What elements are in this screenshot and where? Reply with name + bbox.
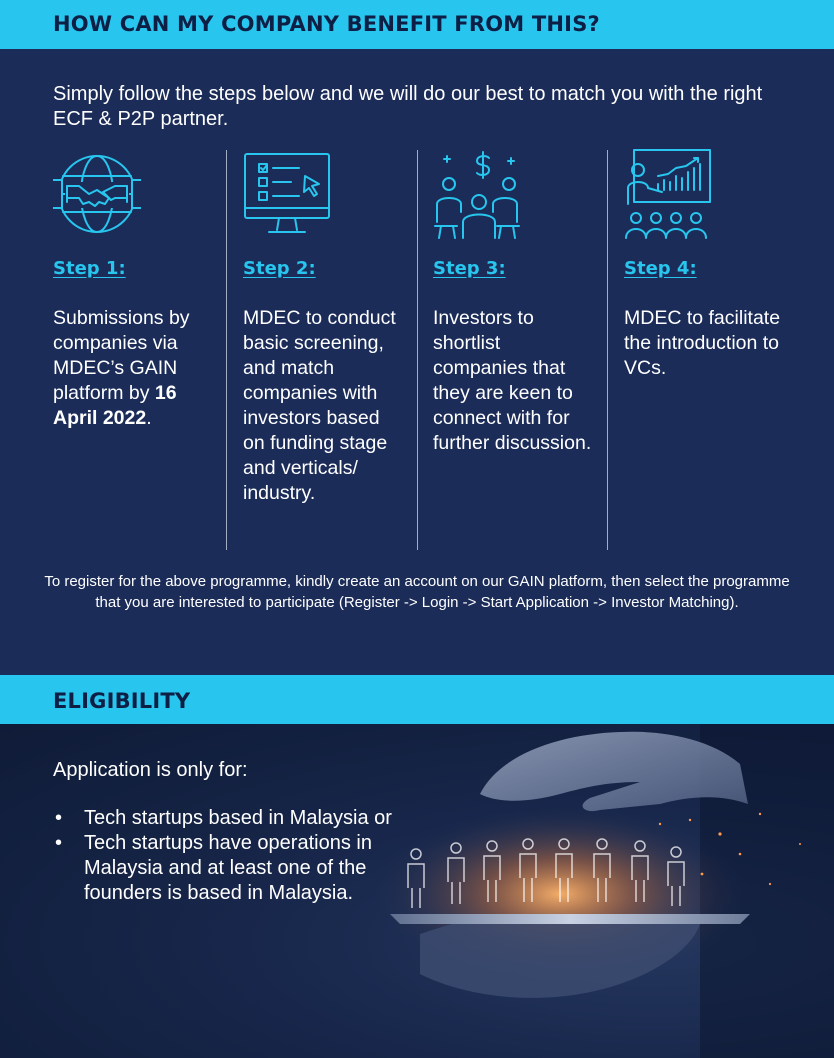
monitor-checklist-icon xyxy=(243,146,331,242)
divider-3 xyxy=(607,150,608,550)
list-item: •Tech startups based in Malaysia or xyxy=(55,807,392,829)
divider-1 xyxy=(226,150,227,550)
eligibility-banner: ELIGIBILITY xyxy=(0,675,834,724)
global-handshake-icon xyxy=(51,146,143,242)
eligibility-heading: ELIGIBILITY xyxy=(53,689,191,713)
list-item: •Tech startups have operations in Malays… xyxy=(55,832,372,904)
benefit-heading: HOW CAN MY COMPANY BENEFIT FROM THIS? xyxy=(53,12,600,36)
step-2-body: MDEC to conduct basic screening, and mat… xyxy=(243,307,396,504)
bullet-icon: • xyxy=(55,807,63,829)
step-3-title: Step 3: xyxy=(433,258,506,279)
investors-meeting-icon xyxy=(433,146,521,242)
step-1-deadline: 16 April 2022 xyxy=(53,382,177,429)
presentation-audience-icon xyxy=(624,146,712,242)
step-1-body: Submissions by companies via MDEC’s GAIN… xyxy=(53,307,190,429)
benefit-banner: HOW CAN MY COMPANY BENEFIT FROM THIS? xyxy=(0,0,834,49)
step-1-title: Step 1: xyxy=(53,258,126,279)
intro-text: Simply follow the steps below and we wil… xyxy=(53,83,763,130)
register-note: To register for the above programme, kin… xyxy=(44,573,790,611)
step-3-body: Investors to shortlist companies that th… xyxy=(433,307,592,454)
step-4-title: Step 4: xyxy=(624,258,697,279)
hand-tablet-people-image xyxy=(370,724,834,1058)
bullet-icon: • xyxy=(55,832,63,854)
eligibility-list: •Tech startups based in Malaysia or •Tec… xyxy=(53,806,413,906)
step-4-body: MDEC to facilitate the introduction to V… xyxy=(624,307,781,379)
step-2-title: Step 2: xyxy=(243,258,316,279)
divider-2 xyxy=(417,150,418,550)
eligibility-lead: Application is only for: xyxy=(53,759,248,781)
eligibility-section: Application is only for: •Tech startups … xyxy=(0,724,834,1058)
